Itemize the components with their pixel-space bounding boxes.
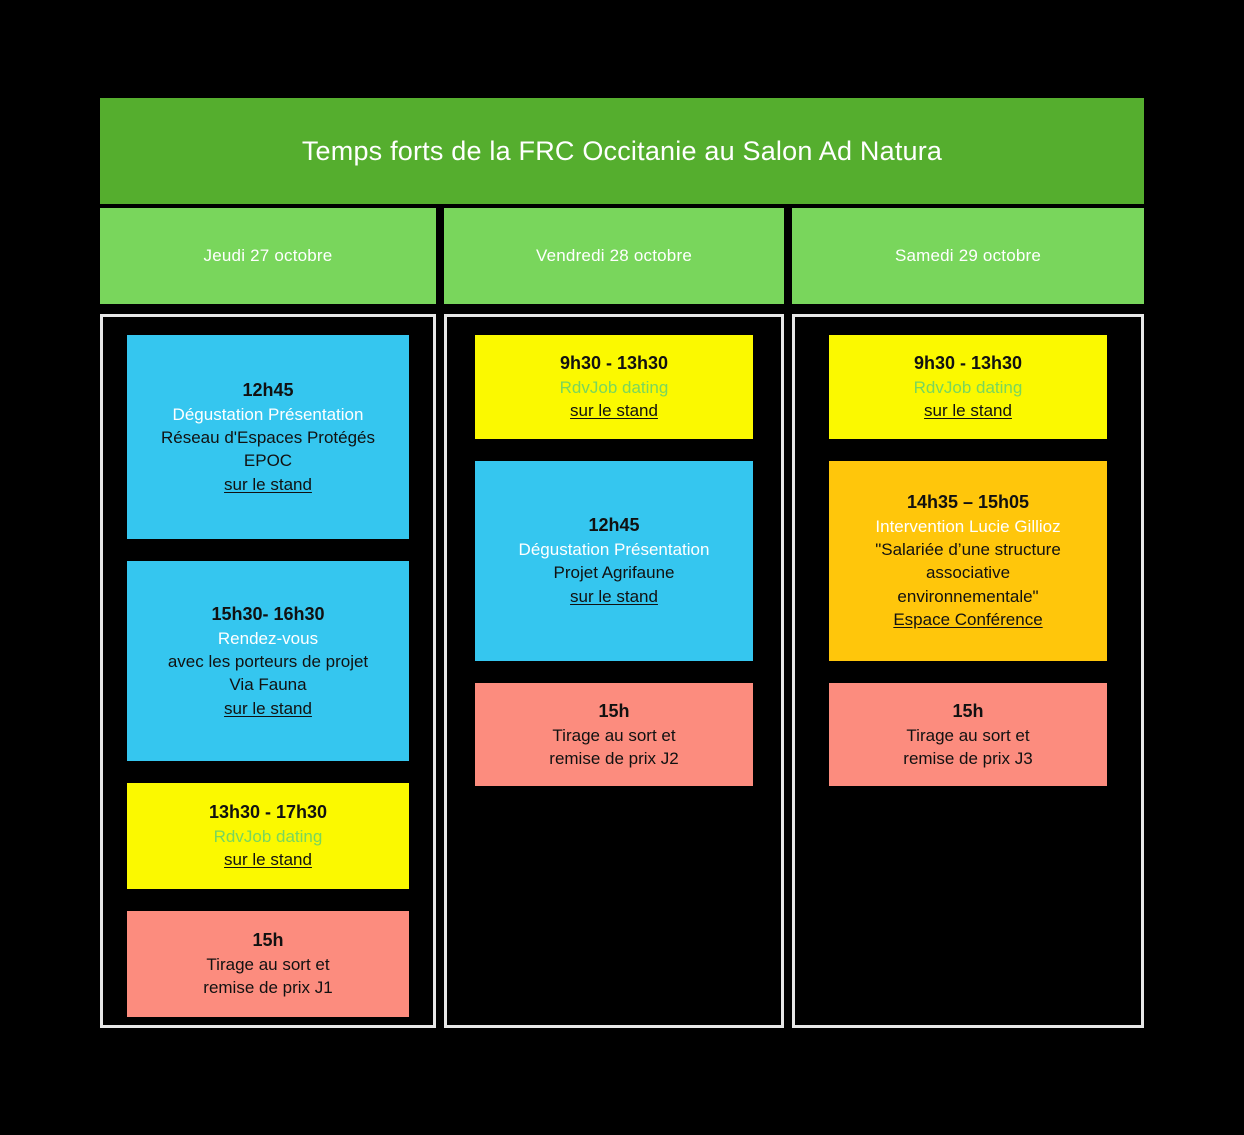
event-location[interactable]: sur le stand <box>924 401 1012 421</box>
event-line: "Salariée d’une structure <box>875 539 1061 559</box>
day-header-jeudi: Jeudi 27 octobre <box>100 208 436 304</box>
day-header-vendredi: Vendredi 28 octobre <box>444 208 784 304</box>
event-line: environnementale" <box>897 586 1039 606</box>
event-card[interactable]: 15h30- 16h30 Rendez-vous avec les porteu… <box>127 561 409 761</box>
event-time: 9h30 - 13h30 <box>559 353 669 373</box>
event-card[interactable]: 15h Tirage au sort et remise de prix J1 <box>127 911 409 1017</box>
event-card[interactable]: 13h30 - 17h30 RdvJob dating sur le stand <box>127 783 409 889</box>
event-location[interactable]: sur le stand <box>570 586 658 606</box>
event-card-wrap: 15h30- 16h30 Rendez-vous avec les porteu… <box>127 561 409 761</box>
event-card-wrap: 12h45 Dégustation Présentation Réseau d'… <box>127 335 409 539</box>
event-time: 15h30- 16h30 <box>211 603 325 624</box>
event-time: 15h <box>952 700 984 721</box>
event-card-wrap: 12h45 Dégustation Présentation Projet Ag… <box>475 460 753 661</box>
event-time: 13h30 - 17h30 <box>208 802 328 823</box>
event-location[interactable]: sur le stand <box>224 474 312 494</box>
event-card[interactable]: 14h35 – 15h05 Intervention Lucie Gillioz… <box>829 460 1107 661</box>
event-card[interactable]: 15h Tirage au sort et remise de prix J2 <box>475 682 753 787</box>
event-card[interactable]: 12h45 Dégustation Présentation Réseau d'… <box>127 335 409 539</box>
program-poster: Temps forts de la FRC Occitanie au Salon… <box>100 98 1144 1028</box>
event-line: Tirage au sort et <box>206 954 330 974</box>
event-line: EPOC <box>243 451 293 471</box>
event-time: 15h <box>252 930 284 951</box>
event-line: remise de prix J3 <box>903 749 1033 769</box>
day-column-samedi: 9h30 - 13h30 RdvJob dating sur le stand … <box>792 314 1144 1028</box>
day-header-row: Jeudi 27 octobre Vendredi 28 octobre Sam… <box>100 208 1144 304</box>
event-card-wrap: 15h Tirage au sort et remise de prix J2 <box>475 682 753 787</box>
day-header-label: Vendredi 28 octobre <box>536 246 692 265</box>
event-line: RdvJob dating <box>213 826 323 846</box>
event-time: 9h30 - 13h30 <box>913 353 1023 373</box>
event-card[interactable]: 15h Tirage au sort et remise de prix J3 <box>829 682 1107 787</box>
event-card[interactable]: 9h30 - 13h30 RdvJob dating sur le stand <box>475 335 753 439</box>
event-time: 12h45 <box>242 379 294 400</box>
event-line: Via Fauna <box>229 675 307 695</box>
event-location[interactable]: Espace Conférence <box>893 610 1043 630</box>
event-line: Projet Agrifaune <box>553 563 675 583</box>
event-time: 14h35 – 15h05 <box>906 491 1030 512</box>
event-line: avec les porteurs de projet <box>167 651 369 671</box>
event-line: RdvJob dating <box>559 377 669 397</box>
day-column-jeudi: 12h45 Dégustation Présentation Réseau d'… <box>100 314 436 1028</box>
event-time: 15h <box>598 700 630 721</box>
event-line: Tirage au sort et <box>552 725 676 745</box>
day-header-label: Jeudi 27 octobre <box>203 246 333 265</box>
event-time: 12h45 <box>588 515 640 536</box>
event-line: remise de prix J2 <box>549 749 679 769</box>
event-line: Rendez-vous <box>217 628 319 648</box>
day-columns: 12h45 Dégustation Présentation Réseau d'… <box>100 314 1144 1028</box>
event-card[interactable]: 9h30 - 13h30 RdvJob dating sur le stand <box>829 335 1107 439</box>
day-column-vendredi: 9h30 - 13h30 RdvJob dating sur le stand … <box>444 314 784 1028</box>
day-header-label: Samedi 29 octobre <box>894 246 1042 265</box>
event-line: Réseau d'Espaces Protégés <box>161 427 375 447</box>
event-line: Dégustation Présentation <box>518 539 710 559</box>
event-card-wrap: 13h30 - 17h30 RdvJob dating sur le stand <box>127 783 409 889</box>
event-location[interactable]: sur le stand <box>224 850 312 870</box>
event-line: associative <box>925 563 1011 583</box>
event-card-wrap: 15h Tirage au sort et remise de prix J3 <box>829 682 1107 787</box>
event-location[interactable]: sur le stand <box>224 698 312 718</box>
event-line: RdvJob dating <box>913 377 1023 397</box>
event-line: Dégustation Présentation <box>172 404 364 424</box>
event-line: Intervention Lucie Gillioz <box>875 516 1061 536</box>
page-title: Temps forts de la FRC Occitanie au Salon… <box>301 135 943 166</box>
event-card-wrap: 9h30 - 13h30 RdvJob dating sur le stand <box>475 335 753 439</box>
event-card-wrap: 9h30 - 13h30 RdvJob dating sur le stand <box>829 335 1107 439</box>
event-card-wrap: 15h Tirage au sort et remise de prix J1 <box>127 911 409 1017</box>
event-card[interactable]: 12h45 Dégustation Présentation Projet Ag… <box>475 460 753 661</box>
event-line: remise de prix J1 <box>203 978 333 998</box>
event-card-wrap: 14h35 – 15h05 Intervention Lucie Gillioz… <box>829 460 1107 661</box>
poster-title-banner: Temps forts de la FRC Occitanie au Salon… <box>100 98 1144 204</box>
event-location[interactable]: sur le stand <box>570 401 658 421</box>
event-line: Tirage au sort et <box>906 725 1030 745</box>
day-header-samedi: Samedi 29 octobre <box>792 208 1144 304</box>
